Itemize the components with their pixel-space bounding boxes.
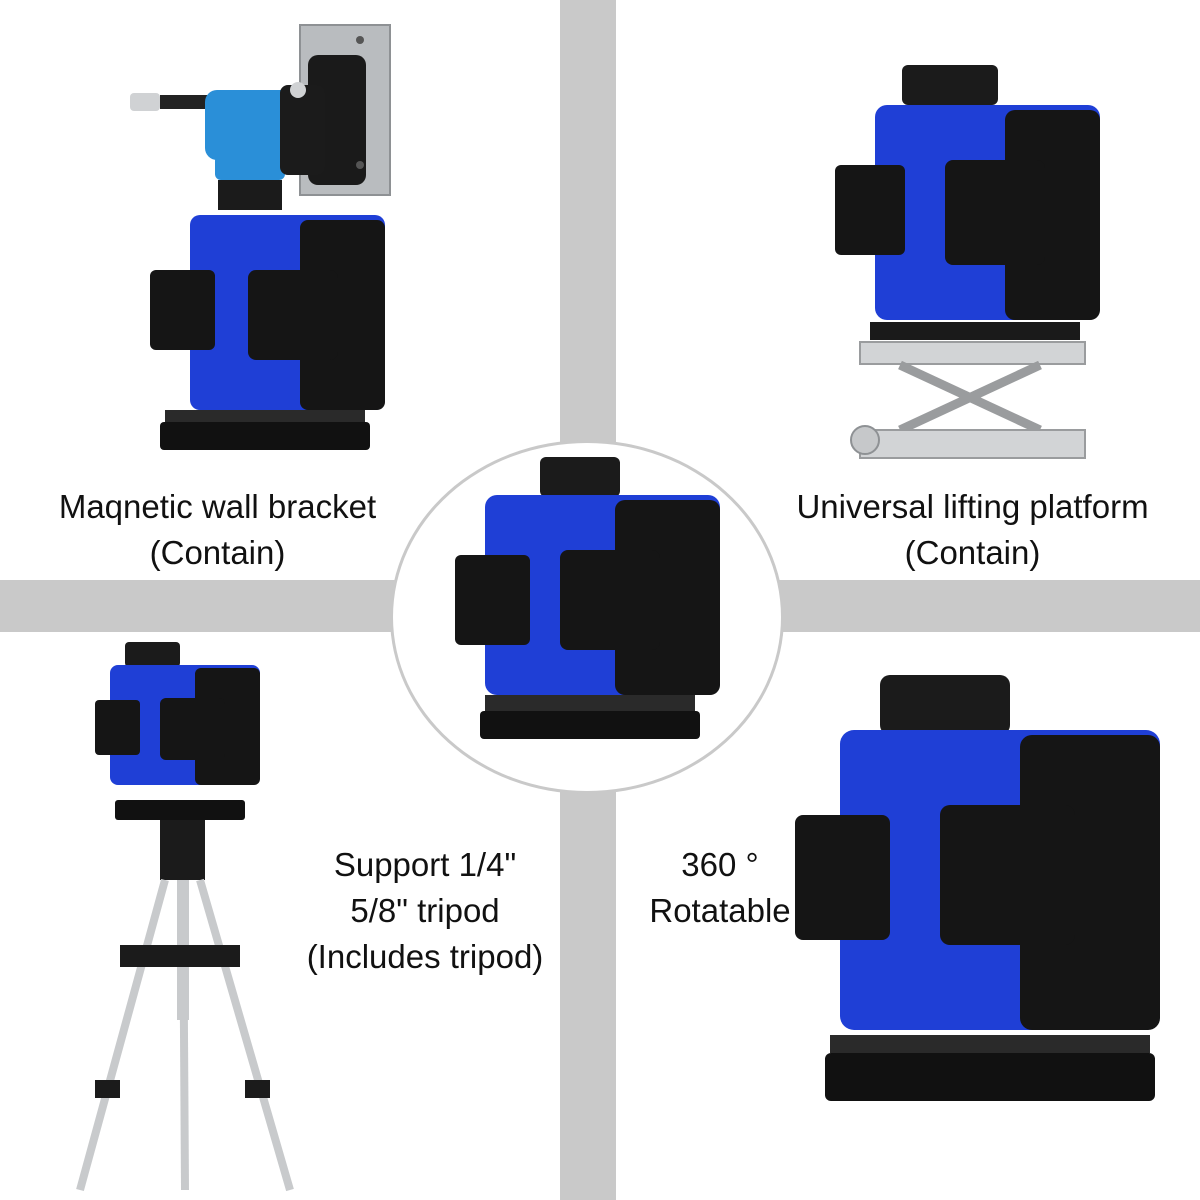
caption-line: (Contain) [149,534,286,571]
center-laser-level-image [455,457,720,739]
caption-line: Support 1/4" [333,846,517,883]
caption-line: (Includes tripod) [306,938,544,975]
caption-tripod: Support 1/4" 5/8" tripod (Includes tripo… [285,842,565,980]
bracket-mount [130,82,325,180]
caption-line: 5/8" tripod [350,892,500,929]
caption-line: Maqnetic wall bracket [58,488,377,525]
lifting-platform-image [835,65,1100,459]
wall-bracket-image [130,24,391,450]
tripod-stand [76,820,294,1192]
caption-line: Rotatable [649,892,791,929]
laser-level-body [95,642,260,820]
laser-level-body [835,65,1100,340]
caption-line: Universal lifting platform [796,488,1149,525]
caption-line: (Contain) [904,534,1041,571]
laser-level-body [795,675,1160,1101]
caption-line: 360 ° [681,846,759,883]
caption-rotatable: 360 ° Rotatable [640,842,800,934]
caption-lifting-platform: Universal lifting platform (Contain) [770,484,1175,576]
caption-wall-bracket: Maqnetic wall bracket (Contain) [30,484,405,576]
laser-level-body [455,457,720,739]
laser-level-body [150,180,385,450]
rotatable-laser-level-image [795,675,1160,1101]
lifting-platform [850,341,1086,459]
tripod-image [76,642,294,1192]
